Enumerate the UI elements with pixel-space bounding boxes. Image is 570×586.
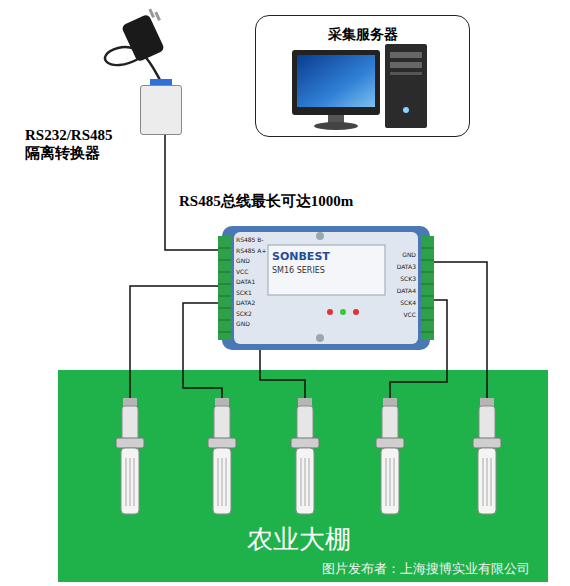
greenhouse-ground: [58, 370, 548, 582]
pin-label: SCK2: [236, 311, 252, 318]
module-body: [218, 226, 434, 350]
server-box: 采集服务器: [255, 15, 470, 137]
pin-label: SCK1: [236, 290, 252, 297]
pin-label: RS485 B-: [236, 237, 264, 244]
pin-label: SCK4: [400, 300, 416, 307]
sensor-probe: [116, 398, 501, 514]
pin-label: RS485 A+: [236, 248, 266, 255]
computer: [292, 44, 427, 130]
pin-label: GND: [236, 258, 250, 265]
pin-label: DATA2: [236, 300, 255, 307]
area-title: 农业大棚: [247, 524, 351, 555]
pin-label: VCC: [404, 312, 416, 319]
pin-label: GND: [236, 321, 250, 328]
pin-label: GND: [402, 252, 416, 259]
greenhouse-band: 农业大棚: [58, 370, 548, 582]
model-name: SM16 SERIES: [272, 266, 325, 276]
brand-name: SONBEST: [272, 250, 330, 263]
edge-label: RS485总线最长可达1000m: [177, 192, 355, 211]
watermark: 图片发布者：上海搜博实业有限公司: [322, 562, 530, 576]
pin-label: VCC: [236, 269, 248, 276]
server-title: 采集服务器: [256, 26, 469, 43]
pin-label: DATA1: [236, 279, 255, 286]
converter-title: RS232/RS485 隔离转换器: [25, 126, 125, 162]
pin-label: DATA4: [397, 288, 416, 295]
sensor-wires: [130, 262, 487, 398]
converter-box: RS232/RS485 隔离转换器: [140, 85, 182, 135]
power-adapter: [105, 9, 165, 80]
pin-label: DATA3: [397, 264, 416, 271]
pin-label: SCK3: [400, 276, 416, 283]
